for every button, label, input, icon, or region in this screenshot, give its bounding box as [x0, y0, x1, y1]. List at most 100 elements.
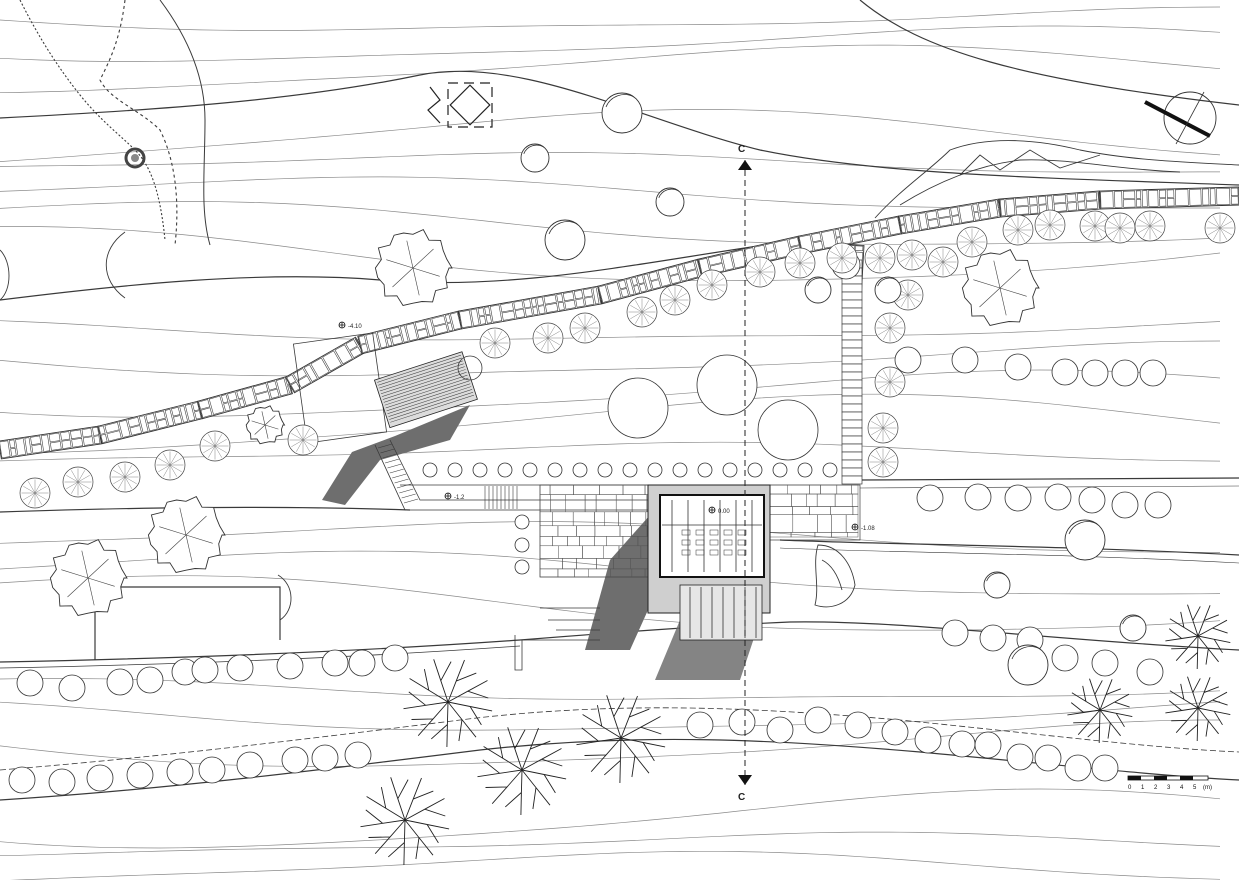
column-block — [841, 419, 863, 429]
wall-segment — [1099, 186, 1239, 210]
column-block — [841, 427, 863, 437]
seat — [695, 549, 705, 556]
seat — [723, 529, 733, 536]
contour-line — [0, 788, 1221, 849]
tree-canopy-icon — [447, 462, 463, 478]
column-block — [841, 443, 863, 453]
shrub-icon — [154, 449, 186, 481]
contour-line — [0, 320, 1221, 341]
barrel-rib — [390, 394, 475, 423]
column-block — [841, 387, 863, 397]
tree-canopy-icon — [979, 624, 1007, 652]
tree-canopy-icon — [672, 462, 688, 478]
tree-canopy-icon — [136, 666, 164, 694]
tree-canopy-icon — [544, 219, 586, 261]
ramp-step — [385, 458, 400, 464]
contour-line — [0, 701, 1221, 731]
scale-tick-5: 5 — [1193, 785, 1197, 791]
tree-branch-icon — [1067, 678, 1133, 744]
tree-canopy-icon — [348, 649, 376, 677]
level-markers: -4.10 -1.2 0.00 -1.08 — [338, 321, 875, 532]
tree-canopy-icon — [1119, 614, 1147, 642]
wall-segment — [897, 198, 1003, 235]
ramp-step — [401, 493, 416, 499]
ramp-step — [380, 448, 395, 454]
scale-tick-2: 2 — [1154, 785, 1158, 791]
tree-canopy-icon — [1091, 754, 1119, 782]
level-icon — [444, 492, 452, 500]
tree-canopy-icon — [1051, 644, 1079, 672]
tree-canopy-icon — [1136, 658, 1164, 686]
shrub-icon — [874, 366, 906, 398]
ramp-step — [377, 443, 393, 449]
barrel-rib — [385, 380, 470, 409]
column-block — [841, 299, 863, 309]
shrub-icon — [1204, 212, 1236, 244]
tree-canopy-icon — [597, 462, 613, 478]
trail-marker — [124, 147, 146, 169]
tree-canopy-icon — [8, 766, 36, 794]
column-block — [841, 459, 863, 469]
shrub-icon — [199, 430, 231, 462]
stone-walls — [0, 186, 1239, 481]
tree-canopy-icon — [1111, 359, 1139, 387]
tree-canopy-icon — [1051, 358, 1079, 386]
tree-canopy-icon — [48, 768, 76, 796]
shrub-icon — [19, 477, 51, 509]
barrel-rib — [378, 357, 463, 386]
seat — [723, 539, 733, 546]
shrub-icon — [569, 312, 601, 344]
shrub-icon — [1134, 210, 1166, 242]
shrub-icon — [659, 284, 691, 316]
level-icon — [708, 506, 716, 514]
column-block — [841, 331, 863, 341]
shrub-icon — [927, 246, 959, 278]
barrel-rib — [386, 383, 471, 412]
gate-arcs — [0, 231, 292, 621]
tree-canopy-icon — [1111, 491, 1139, 519]
seat — [709, 549, 719, 556]
tree-canopy-icon — [1091, 649, 1119, 677]
shrub-icon — [896, 239, 928, 271]
viewpoint-icon — [427, 82, 493, 128]
tree-canopy-icon — [514, 559, 530, 575]
tree-canopy-icon — [894, 346, 922, 374]
tree-canopy-icon — [1034, 744, 1062, 772]
tree-canopy-icon — [198, 756, 226, 784]
scale-tick-3: 3 — [1167, 785, 1171, 791]
ramp-steps — [377, 443, 518, 509]
tree-canopy-icon — [983, 571, 1011, 599]
column-block — [841, 379, 863, 389]
shrub-icon — [867, 412, 899, 444]
tree-canopy-icon — [948, 730, 976, 758]
barrel-roof — [373, 351, 478, 429]
tree-canopy-icon — [147, 496, 226, 574]
tree-canopy-icon — [547, 462, 563, 478]
shrub-icon — [109, 461, 141, 493]
contour-line — [0, 340, 1221, 377]
column-block — [841, 395, 863, 405]
column-block — [841, 371, 863, 381]
seat — [737, 529, 747, 536]
tree-canopy-icon — [311, 744, 339, 772]
contour-line — [0, 152, 1220, 173]
barrel-rib — [389, 392, 474, 420]
tree-canopy-icon — [686, 711, 714, 739]
shrub-icon — [626, 296, 658, 328]
tree-canopy-icon — [1064, 519, 1106, 561]
tree-canopy-icon — [766, 716, 794, 744]
tree-canopy-icon — [1144, 491, 1172, 519]
vegetation — [8, 92, 1236, 866]
barrel-rib — [382, 372, 467, 400]
wall-segment — [697, 235, 803, 278]
level-icon — [851, 523, 859, 531]
tree-canopy-icon — [1004, 353, 1032, 381]
wall-segment — [597, 258, 703, 305]
shrub-icon — [532, 322, 564, 354]
tree-canopy-icon — [797, 462, 813, 478]
column-block — [841, 283, 863, 293]
ramp-step — [387, 463, 402, 469]
tree-canopy-icon — [374, 229, 453, 307]
column-block — [841, 467, 863, 477]
column-block — [841, 315, 863, 325]
